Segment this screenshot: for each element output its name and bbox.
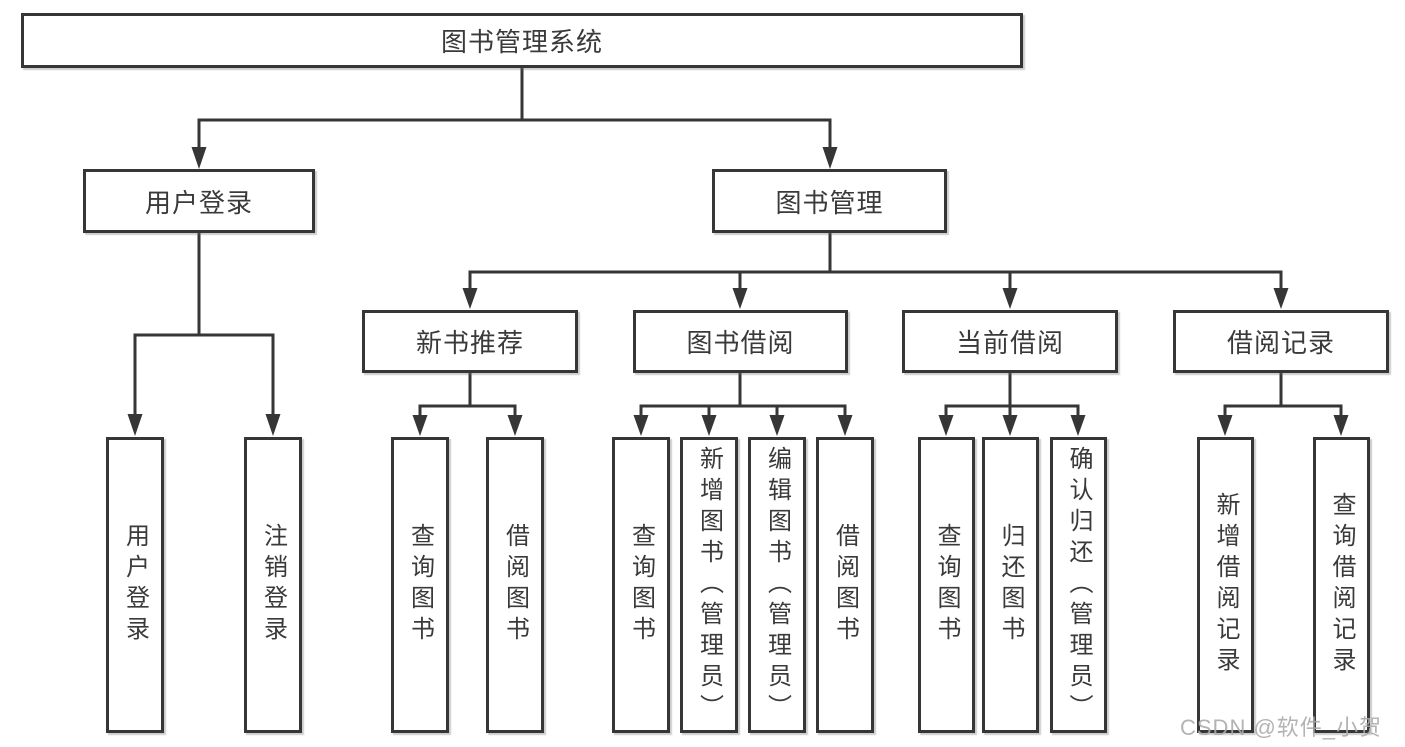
leaf-add-book-admin: 新增图书（管理员） [680, 437, 738, 733]
node-borrowing-records: 借阅记录 [1173, 310, 1389, 373]
connector-borrow-record [1223, 373, 1343, 418]
arrowheads-user-login [127, 414, 281, 436]
node-current-borrowing: 当前借阅 [902, 310, 1118, 373]
leaf-query-books-3: 查询图书 [918, 437, 975, 733]
connector-current-borrow [944, 373, 1080, 418]
arrowheads-current-borrow [938, 415, 1086, 436]
connector-root [197, 68, 832, 150]
node-new-book-recommend: 新书推荐 [362, 310, 578, 373]
leaf-logout: 注销登录 [244, 437, 302, 733]
node-book-management: 图书管理 [712, 169, 947, 233]
node-book-borrowing: 图书借阅 [633, 310, 848, 373]
leaf-edit-book-admin: 编辑图书（管理员） [748, 437, 806, 733]
arrowheads-book-mgmt [462, 288, 1289, 309]
connector-book-borrow [639, 373, 847, 418]
node-library-system: 图书管理系统 [21, 13, 1023, 68]
csdn-watermark: CSDN @软件_小贺同学 [1180, 715, 1383, 740]
node-user-login: 用户登录 [83, 169, 315, 233]
arrowheads-book-borrow [633, 415, 853, 436]
leaf-query-books-2: 查询图书 [612, 437, 670, 733]
leaf-confirm-return-admin: 确认归还（管理员） [1050, 437, 1107, 733]
connector-user-login [133, 232, 275, 416]
leaf-borrow-books-2: 借阅图书 [816, 437, 874, 733]
leaf-query-borrow-record: 查询借阅记录 [1313, 437, 1370, 733]
connector-book-mgmt [468, 232, 1283, 291]
leaf-borrow-books-1: 借阅图书 [486, 437, 544, 733]
arrowheads-root [191, 147, 838, 169]
leaf-add-borrow-record: 新增借阅记录 [1197, 437, 1254, 733]
leaf-return-book: 归还图书 [982, 437, 1039, 733]
arrowheads-new-book [412, 415, 523, 436]
arrowheads-borrow-record [1217, 415, 1349, 436]
leaf-user-login: 用户登录 [106, 437, 164, 733]
connector-new-book [418, 373, 517, 418]
leaf-query-books-1: 查询图书 [391, 437, 449, 733]
